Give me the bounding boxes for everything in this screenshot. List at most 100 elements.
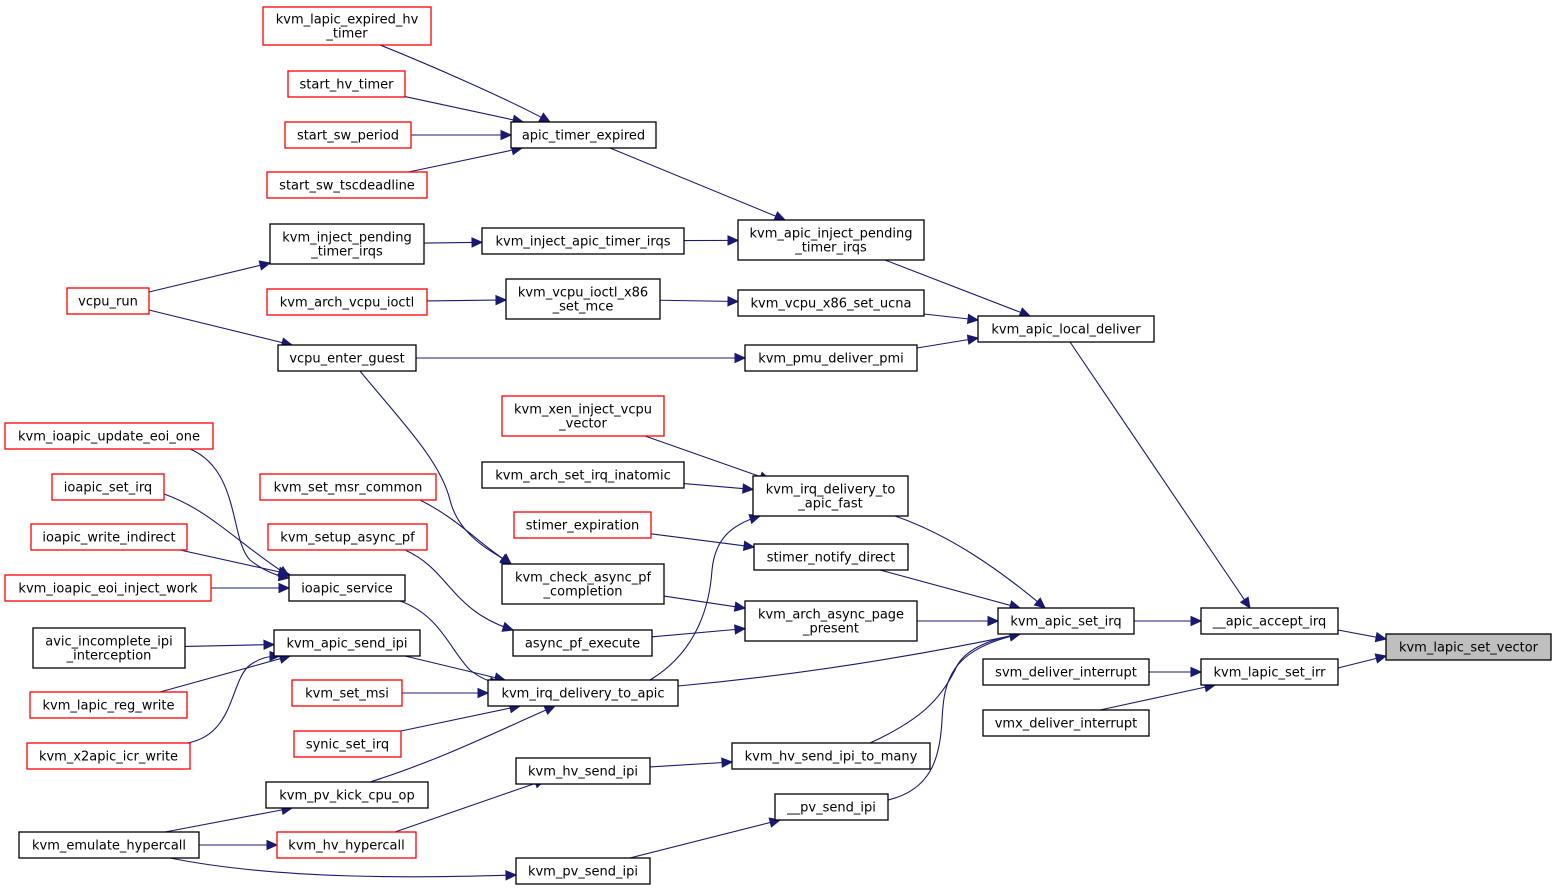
node-apic_send_ipi[interactable]: kvm_apic_send_ipi — [273, 629, 421, 657]
node-box[interactable] — [293, 730, 402, 758]
node-box[interactable] — [266, 288, 428, 316]
node-box[interactable] — [753, 543, 909, 571]
node-avic_incomplete_ipi[interactable]: avic_incomplete_ipi_interception — [32, 627, 186, 669]
node-box[interactable] — [501, 563, 665, 605]
node-box[interactable] — [4, 422, 214, 450]
node-arch_async_page_present[interactable]: kvm_arch_async_page_present — [744, 600, 918, 642]
node-box[interactable] — [277, 344, 417, 372]
node-box[interactable] — [276, 831, 417, 859]
node-box[interactable] — [29, 691, 188, 719]
node-box[interactable] — [265, 781, 429, 809]
node-set_msi[interactable]: kvm_set_msi — [291, 679, 403, 707]
node-box[interactable] — [1385, 633, 1552, 661]
node-box[interactable] — [744, 600, 918, 642]
node-irq_delivery_to_apic[interactable]: kvm_irq_delivery_to_apic — [487, 679, 679, 707]
node-ioapic_eoi_inject_work[interactable]: kvm_ioapic_eoi_inject_work — [4, 574, 212, 602]
node-vcpu_enter_guest[interactable]: vcpu_enter_guest — [277, 344, 417, 372]
node-lapic_reg_write[interactable]: kvm_lapic_reg_write — [29, 691, 188, 719]
node-start_sw_period[interactable]: start_sw_period — [284, 121, 412, 149]
node-box[interactable] — [273, 629, 421, 657]
node-svm_deliver_interrupt[interactable]: svm_deliver_interrupt — [982, 658, 1150, 686]
node-ioapic_set_irq[interactable]: ioapic_set_irq — [51, 473, 165, 501]
node-check_async_pf_completion[interactable]: kvm_check_async_pf_completion — [501, 563, 665, 605]
node-box[interactable] — [4, 574, 212, 602]
node-apic_local_deliver[interactable]: kvm_apic_local_deliver — [977, 315, 1155, 343]
node-box[interactable] — [982, 709, 1150, 737]
node-hv_hypercall[interactable]: kvm_hv_hypercall — [276, 831, 417, 859]
node-box[interactable] — [291, 679, 403, 707]
node-box[interactable] — [18, 831, 200, 859]
node-box[interactable] — [288, 574, 406, 602]
node-box[interactable] — [481, 227, 685, 255]
node-vcpu_x86_set_ucna[interactable]: kvm_vcpu_x86_set_ucna — [737, 289, 925, 317]
node-box[interactable] — [774, 793, 889, 821]
node-stimer_expiration[interactable]: stimer_expiration — [513, 511, 652, 539]
node-lapic_set_irr[interactable]: kvm_lapic_set_irr — [1200, 658, 1339, 686]
node-box[interactable] — [66, 287, 150, 315]
node-box[interactable] — [997, 607, 1135, 635]
node-box[interactable] — [26, 742, 191, 770]
node-ioapic_service[interactable]: ioapic_service — [288, 574, 406, 602]
node-box[interactable] — [510, 121, 657, 149]
node-box[interactable] — [982, 658, 1150, 686]
node-x2apic_icr_write[interactable]: kvm_x2apic_icr_write — [26, 742, 191, 770]
node-box[interactable] — [259, 473, 437, 501]
node-box[interactable] — [977, 315, 1155, 343]
node-apic_set_irq[interactable]: kvm_apic_set_irq — [997, 607, 1135, 635]
node-synic_set_irq[interactable]: synic_set_irq — [293, 730, 402, 758]
node-box[interactable] — [1200, 658, 1339, 686]
node-lapic_expired_hv[interactable]: kvm_lapic_expired_hv_timer — [262, 6, 432, 46]
node-box[interactable] — [487, 679, 679, 707]
node-pv_kick_cpu_op[interactable]: kvm_pv_kick_cpu_op — [265, 781, 429, 809]
node-apic_accept_irq[interactable]: __apic_accept_irq — [1200, 607, 1339, 635]
node-box[interactable] — [267, 523, 428, 551]
node-box[interactable] — [287, 70, 406, 98]
node-hv_send_ipi[interactable]: kvm_hv_send_ipi — [515, 757, 651, 785]
node-async_pf_execute[interactable]: async_pf_execute — [512, 629, 653, 657]
node-box[interactable] — [1200, 607, 1339, 635]
node-box[interactable] — [262, 6, 432, 46]
node-start_sw_tscdeadline[interactable]: start_sw_tscdeadline — [266, 171, 428, 199]
node-lapic_set_vector[interactable]: kvm_lapic_set_vector — [1385, 633, 1552, 661]
node-box[interactable] — [30, 523, 188, 551]
node-pv_send_ipi[interactable]: kvm_pv_send_ipi — [515, 857, 651, 885]
node-inject_pending_timer_irqs[interactable]: kvm_inject_pending_timer_irqs — [269, 223, 425, 265]
node-box[interactable] — [481, 461, 685, 489]
node-arch_vcpu_ioctl[interactable]: kvm_arch_vcpu_ioctl — [266, 288, 428, 316]
node-box[interactable] — [515, 757, 651, 785]
node-box[interactable] — [32, 627, 186, 669]
node-pmu_deliver_pmi[interactable]: kvm_pmu_deliver_pmi — [744, 344, 918, 372]
node-box[interactable] — [505, 278, 661, 320]
node-box[interactable] — [737, 219, 925, 261]
node-box[interactable] — [266, 171, 428, 199]
node-irq_delivery_to_apic_fast[interactable]: kvm_irq_delivery_to_apic_fast — [752, 475, 909, 517]
node-inject_apic_timer_irqs[interactable]: kvm_inject_apic_timer_irqs — [481, 227, 685, 255]
node-apic_inject_pending[interactable]: kvm_apic_inject_pending_timer_irqs — [737, 219, 925, 261]
node-box[interactable] — [744, 344, 918, 372]
node-box[interactable] — [731, 742, 931, 770]
node-setup_async_pf[interactable]: kvm_setup_async_pf — [267, 523, 428, 551]
node-xen_inject_vcpu[interactable]: kvm_xen_inject_vcpu_vector — [501, 395, 665, 437]
node-stimer_notify_direct[interactable]: stimer_notify_direct — [753, 543, 909, 571]
node-hv_send_ipi_to_many[interactable]: kvm_hv_send_ipi_to_many — [731, 742, 931, 770]
node-apic_timer_expired[interactable]: apic_timer_expired — [510, 121, 657, 149]
node-emulate_hypercall[interactable]: kvm_emulate_hypercall — [18, 831, 200, 859]
node-vcpu_ioctl_x86_set_mce[interactable]: kvm_vcpu_ioctl_x86_set_mce — [505, 278, 661, 320]
node-vmx_deliver_interrupt[interactable]: vmx_deliver_interrupt — [982, 709, 1150, 737]
node-box[interactable] — [737, 289, 925, 317]
node-box[interactable] — [501, 395, 665, 437]
node-set_msr_common[interactable]: kvm_set_msr_common — [259, 473, 437, 501]
node-ioapic_write_indirect[interactable]: ioapic_write_indirect — [30, 523, 188, 551]
node-box[interactable] — [269, 223, 425, 265]
node-vcpu_run[interactable]: vcpu_run — [66, 287, 150, 315]
node-box[interactable] — [752, 475, 909, 517]
node-start_hv_timer[interactable]: start_hv_timer — [287, 70, 406, 98]
node-box[interactable] — [512, 629, 653, 657]
node-box[interactable] — [515, 857, 651, 885]
node-box[interactable] — [51, 473, 165, 501]
node-pv_send_ipi_internal[interactable]: __pv_send_ipi — [774, 793, 889, 821]
node-arch_set_irq_inatomic[interactable]: kvm_arch_set_irq_inatomic — [481, 461, 685, 489]
node-ioapic_update_eoi_one[interactable]: kvm_ioapic_update_eoi_one — [4, 422, 214, 450]
node-box[interactable] — [513, 511, 652, 539]
node-box[interactable] — [284, 121, 412, 149]
